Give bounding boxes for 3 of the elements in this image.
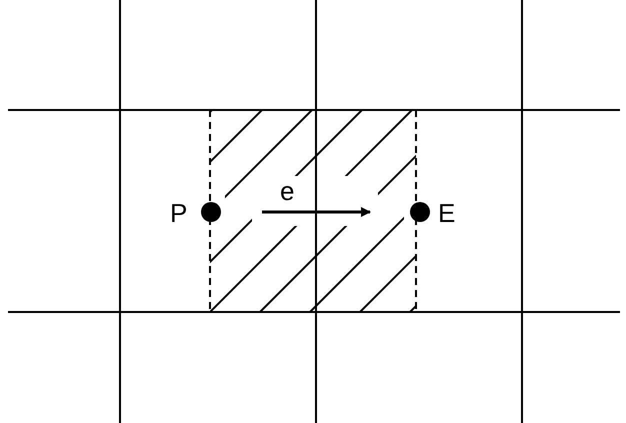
point-label: P xyxy=(170,200,188,226)
point-label: E xyxy=(438,200,456,226)
face-label: e xyxy=(280,178,294,204)
